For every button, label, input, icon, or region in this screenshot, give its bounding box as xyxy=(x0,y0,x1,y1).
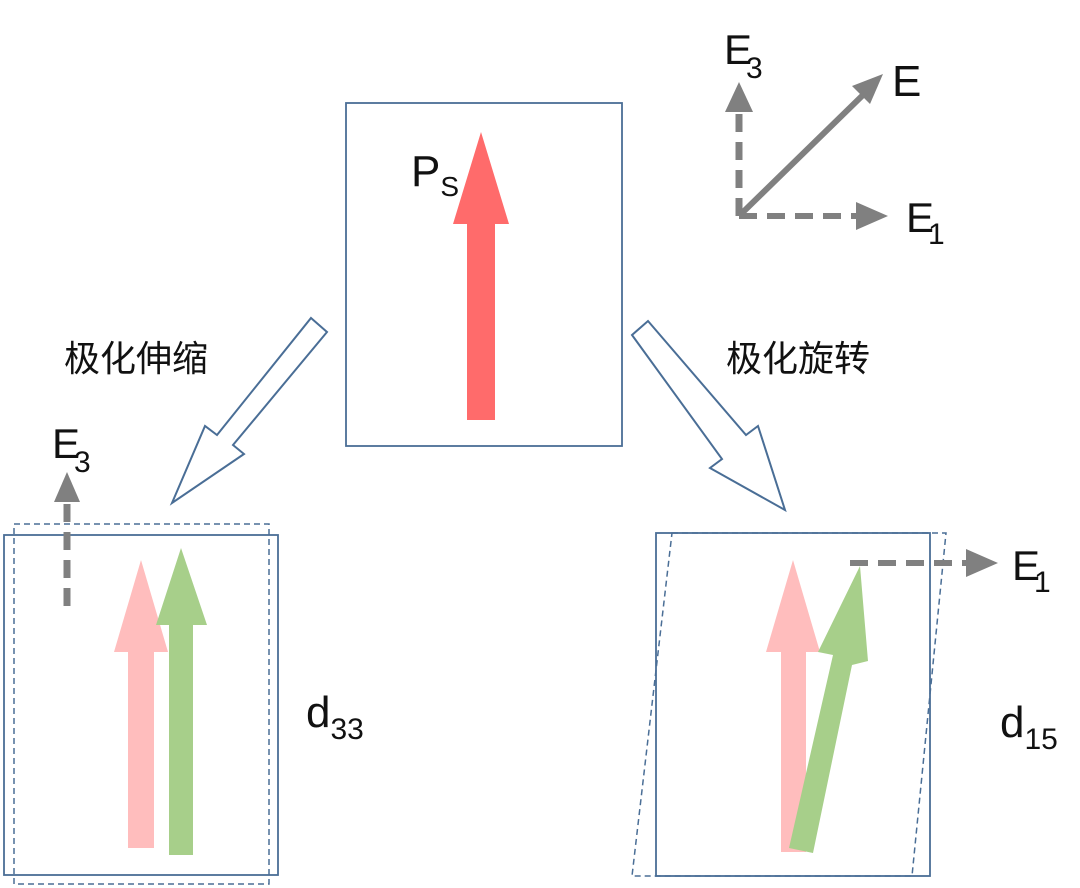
ps-arrow xyxy=(453,132,509,420)
e3-axis-arrowhead xyxy=(725,82,753,112)
left-e3-field-label: E3 xyxy=(52,420,91,479)
left-extended-polarization-arrow xyxy=(156,548,207,855)
e3-axis-label: E3 xyxy=(724,26,763,85)
e1-axis-label: E1 xyxy=(906,194,945,251)
right-transition-arrow xyxy=(630,319,787,513)
left-unit-cell xyxy=(3,534,279,876)
left-d33-coefficient: d33 xyxy=(306,688,364,746)
right-original-polarization-arrow xyxy=(766,560,820,852)
e-axis-line xyxy=(736,92,866,219)
left-mode-label: 极化伸缩 xyxy=(64,339,208,380)
right-e1-field-label: E1 xyxy=(1012,542,1051,599)
e-axis-arrowhead xyxy=(852,74,883,104)
right-e1-field-arrowhead xyxy=(966,549,998,577)
right-d15-coefficient: d15 xyxy=(1000,698,1058,756)
field-axes: E3 E E1 xyxy=(724,26,945,251)
right-rotated-polarization-arrow xyxy=(789,566,868,853)
left-transition-arrow xyxy=(169,316,329,506)
left-original-polarization-arrow xyxy=(114,560,168,848)
left-strained-cell xyxy=(13,523,270,885)
right-unit-cell xyxy=(655,532,931,877)
top-unit-cell xyxy=(345,102,623,447)
right-mode-label: 极化旋转 xyxy=(726,339,870,380)
ps-label: PS xyxy=(411,147,459,202)
e1-axis-arrowhead xyxy=(856,202,888,230)
left-e3-field-arrowhead xyxy=(54,472,80,502)
e-axis-label: E xyxy=(892,57,921,106)
